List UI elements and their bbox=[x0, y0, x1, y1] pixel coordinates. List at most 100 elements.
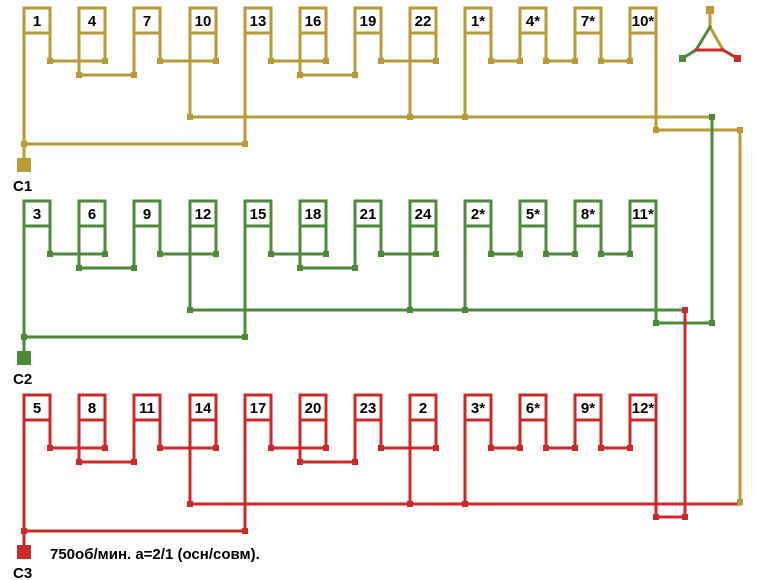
coil-box bbox=[628, 6, 658, 35]
coil-label: 5* bbox=[526, 206, 540, 223]
terminal-label: C2 bbox=[13, 371, 32, 388]
coil-box bbox=[132, 6, 162, 35]
coil-label: 2* bbox=[471, 206, 485, 223]
junction-dot bbox=[157, 58, 163, 64]
coil-label: 1 bbox=[33, 13, 41, 30]
junction-dot bbox=[352, 265, 358, 271]
junction-dot bbox=[682, 307, 688, 313]
wire bbox=[707, 24, 726, 53]
coil-label: 9* bbox=[581, 400, 595, 417]
junction-dot bbox=[572, 445, 578, 451]
coil-label: 12 bbox=[195, 206, 212, 223]
junction-dot bbox=[268, 58, 274, 64]
coil-label: 3* bbox=[471, 400, 485, 417]
junction-dot bbox=[543, 445, 549, 451]
coil-box bbox=[22, 393, 52, 422]
terminal-c2-icon bbox=[17, 351, 31, 365]
coil-label: 24 bbox=[415, 206, 432, 223]
junction-dot bbox=[543, 251, 549, 257]
coil-box bbox=[188, 393, 218, 422]
coil-label: 7 bbox=[143, 13, 151, 30]
junction-dot bbox=[378, 58, 384, 64]
junction-dot bbox=[157, 251, 163, 257]
coil-label: 7* bbox=[581, 13, 595, 30]
junction-dot bbox=[653, 514, 659, 520]
coil-box bbox=[408, 199, 438, 228]
junction-dot bbox=[407, 114, 413, 120]
junction-dot bbox=[187, 114, 193, 120]
junction-dot bbox=[627, 58, 633, 64]
coil-label: 22 bbox=[415, 13, 432, 30]
coil-box bbox=[243, 6, 273, 35]
junction-dot bbox=[323, 445, 329, 451]
coil-box bbox=[298, 393, 328, 422]
coil-box bbox=[408, 393, 438, 422]
junction-dot bbox=[213, 58, 219, 64]
coil-label: 4 bbox=[88, 13, 97, 30]
junction-dot bbox=[47, 251, 53, 257]
junction-dot bbox=[131, 265, 137, 271]
wire bbox=[693, 24, 713, 53]
junction-dot bbox=[598, 445, 604, 451]
junction-dot bbox=[572, 58, 578, 64]
coil-box bbox=[573, 393, 603, 422]
coil-box bbox=[298, 199, 328, 228]
junction-dot bbox=[102, 445, 108, 451]
coil-label: 12* bbox=[632, 400, 655, 417]
junction-dot bbox=[268, 251, 274, 257]
coil-label: 9 bbox=[143, 206, 151, 223]
coil-box bbox=[518, 393, 548, 422]
coil-label: 5 bbox=[33, 400, 41, 417]
coil-box bbox=[628, 393, 658, 422]
junction-dot bbox=[76, 265, 82, 271]
coil-box bbox=[518, 6, 548, 35]
coil-label: 11* bbox=[632, 206, 654, 223]
terminal-c2-mini-icon bbox=[679, 55, 686, 62]
coil-box bbox=[573, 6, 603, 35]
junction-dot bbox=[187, 307, 193, 313]
junction-dot bbox=[378, 445, 384, 451]
coil-label: 16 bbox=[305, 13, 322, 30]
junction-dot bbox=[627, 251, 633, 257]
junction-dot bbox=[213, 445, 219, 451]
terminal-c3-mini-icon bbox=[734, 55, 741, 62]
terminal-c1-mini-icon bbox=[706, 6, 714, 14]
coil-box bbox=[408, 6, 438, 35]
junction-dot bbox=[488, 251, 494, 257]
coil-box bbox=[188, 6, 218, 35]
coil-label: 19 bbox=[360, 13, 377, 30]
coil-box bbox=[463, 393, 493, 422]
junction-dot bbox=[462, 501, 468, 507]
junction-dot bbox=[709, 114, 715, 120]
junction-dot bbox=[352, 459, 358, 465]
coil-label: 3 bbox=[33, 206, 41, 223]
coil-label: 20 bbox=[305, 400, 322, 417]
coil-box bbox=[77, 6, 107, 35]
junction-dot bbox=[488, 58, 494, 64]
junction-dot bbox=[268, 445, 274, 451]
coil-label: 1* bbox=[471, 13, 485, 30]
junction-dot bbox=[407, 307, 413, 313]
coil-label: 6* bbox=[526, 400, 540, 417]
junction-dot bbox=[627, 445, 633, 451]
terminal-label: C1 bbox=[13, 178, 32, 195]
coil-label: 4* bbox=[526, 13, 540, 30]
coil-label: 2 bbox=[419, 400, 427, 417]
triangle-connection-icon bbox=[679, 6, 741, 62]
coil-box bbox=[22, 6, 52, 35]
junction-dot bbox=[76, 72, 82, 78]
junction-dot bbox=[462, 307, 468, 313]
coil-box bbox=[132, 393, 162, 422]
junction-dot bbox=[598, 251, 604, 257]
junction-dot bbox=[517, 58, 523, 64]
coil-label: 11 bbox=[139, 400, 155, 417]
terminal-c1-icon bbox=[17, 158, 31, 172]
junction-dot bbox=[407, 501, 413, 507]
junction-dot bbox=[102, 58, 108, 64]
junction-dot bbox=[433, 251, 439, 257]
junction-dot bbox=[102, 251, 108, 257]
junction-dot bbox=[598, 58, 604, 64]
junction-dot bbox=[737, 499, 743, 505]
